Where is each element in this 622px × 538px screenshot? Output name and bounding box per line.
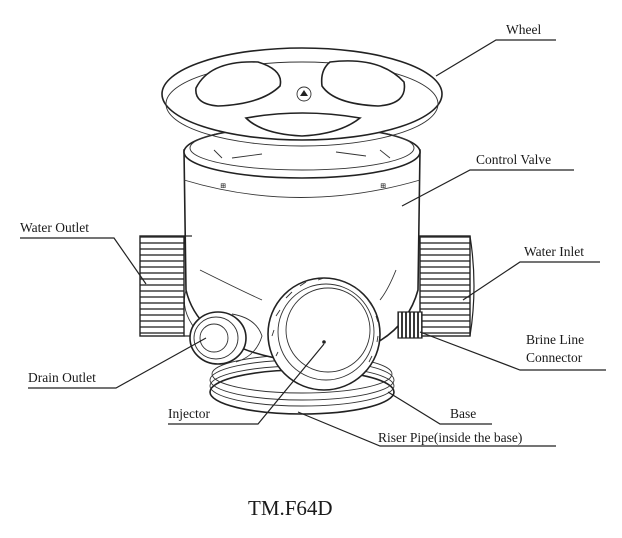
water-outlet-port xyxy=(139,235,192,337)
leader-lines xyxy=(20,39,606,447)
label-wheel: Wheel xyxy=(506,22,541,37)
label-water-inlet: Water Inlet xyxy=(524,244,584,259)
label-control-valve: Control Valve xyxy=(476,152,551,167)
label-connector: Connector xyxy=(526,350,583,365)
svg-text:⊞: ⊞ xyxy=(220,182,226,190)
label-riser-pipe: Riser Pipe(inside the base) xyxy=(378,430,522,445)
svg-text:⊞: ⊞ xyxy=(380,182,386,190)
model-caption: TM.F64D xyxy=(248,496,333,520)
label-injector: Injector xyxy=(168,406,210,421)
drain-outlet xyxy=(189,311,263,365)
label-brine-line: Brine Line xyxy=(526,332,584,347)
wheel-handle xyxy=(161,47,443,147)
injector-cap xyxy=(267,277,381,391)
label-drain-outlet: Drain Outlet xyxy=(28,370,96,385)
water-inlet-port xyxy=(419,235,475,337)
brine-line-connector xyxy=(397,311,423,339)
label-water-outlet: Water Outlet xyxy=(20,220,89,235)
label-base: Base xyxy=(450,406,476,421)
